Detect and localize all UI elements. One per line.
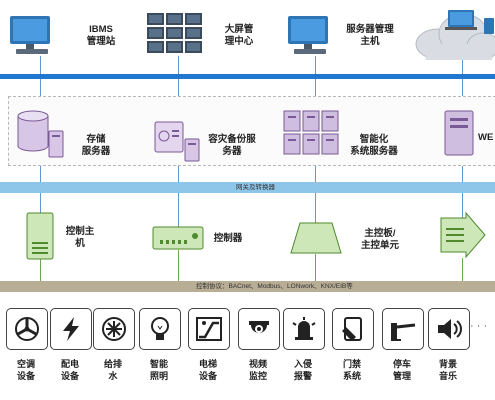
device-label: 空调设备 [16,359,35,381]
device-label: 给排水 [103,359,122,381]
access-icon [339,315,367,343]
device-access [332,308,374,350]
device-label: 配电设备 [60,359,79,381]
network-bus [0,74,495,79]
device-aircon [6,308,48,350]
camera-icon [245,315,273,343]
music-icon [435,315,463,343]
database-icon [17,110,49,152]
protocol-bus-label: 控制协议：BACnet、Modbus、LONwork、KNX/EIB等 [196,283,353,290]
device-elevator [188,308,230,350]
device-alarm [283,308,325,350]
gateway-bus: 网关及转换器 [0,182,495,193]
device-label: 停车管理 [392,359,411,381]
server-zone [8,96,495,166]
device-label: 入侵报警 [293,359,312,381]
video-wall-icon [147,13,202,53]
server-host-label: 服务器管理主机 [346,24,394,47]
device-label: 电梯设备 [198,359,217,381]
device-label: 视频监控 [248,359,267,381]
control-board-icon [290,222,342,254]
aircon-icon [13,315,41,343]
alarm-icon [290,315,318,343]
device-camera [238,308,280,350]
connector-line [178,250,179,288]
control-board-label: 主控板/主控单元 [360,228,399,251]
gateway-bus-label: 网关及转换器 [236,184,275,191]
device-label: 背景音乐 [438,359,457,381]
backup-server-label: 容灾备份服务器 [208,134,256,157]
computer-icon [10,16,50,54]
web-server-label: WE [478,132,494,143]
parking-icon [389,315,417,343]
screen-center-label: 大屏管理中心 [224,24,254,47]
protocol-bus: 控制协议：BACnet、Modbus、LONwork、KNX/EIB等 [0,281,495,292]
server-tower-icon [48,130,64,158]
connector-line [40,258,41,288]
arrow-device-icon [440,212,486,258]
elevator-icon [195,315,223,343]
smart-server-label: 智能化系统服务器 [350,134,398,157]
computer-icon [288,16,328,54]
controller-box-icon [152,226,204,250]
controller-host-label: 控制主机 [65,226,95,249]
device-music [428,308,470,350]
device-water [93,308,135,350]
device-parking [382,308,424,350]
water-icon [100,315,128,343]
power-icon [57,315,85,343]
device-label: 门禁系统 [342,359,361,381]
server-rack-icon [283,110,339,155]
web-server-icon [444,110,474,156]
device-lighting [139,308,181,350]
storage-server-label: 存储服务器 [81,134,111,157]
lighting-icon [146,315,174,343]
connector-line [462,258,463,288]
more-indicator: · · · [470,320,488,332]
backup-server-icon [154,121,184,153]
server-tower-icon [184,138,200,162]
device-label: 智能照明 [149,359,168,381]
device-power [50,308,92,350]
cloud-icon [415,10,495,60]
controller-host-icon [26,212,54,260]
controller-label: 控制器 [213,233,243,244]
connector-line [315,254,316,288]
